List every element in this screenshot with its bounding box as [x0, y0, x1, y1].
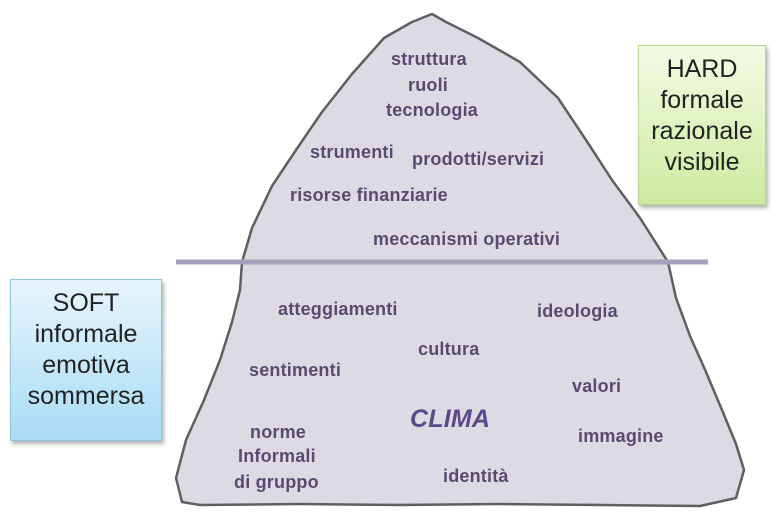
label-cultura: cultura [418, 339, 480, 359]
label-valori: valori [572, 376, 622, 396]
label-strumenti: strumenti [310, 142, 394, 162]
label-immagine: immagine [578, 426, 664, 446]
label-ideologia: ideologia [537, 301, 618, 321]
soft-box-line: sommersa [27, 382, 145, 410]
soft-box-line: informale [34, 320, 138, 348]
label-di-gruppo: di gruppo [234, 472, 319, 492]
hard-box-line: HARD [666, 55, 738, 83]
label-struttura: struttura [391, 49, 467, 69]
label-prodotti-servizi: prodotti/servizi [412, 149, 545, 169]
label-informali: Informali [238, 446, 316, 466]
label-sentimenti: sentimenti [249, 360, 342, 380]
hard-box-line: formale [660, 86, 744, 114]
label-clima: CLIMA [410, 405, 491, 433]
soft-box-line: emotiva [42, 351, 130, 379]
soft-box: SOFT informale emotiva sommersa [10, 279, 162, 441]
label-risorse-finanziarie: risorse finanziarie [290, 185, 448, 205]
soft-box-line: SOFT [52, 289, 120, 317]
hard-box: HARD formale razionale visibile [638, 45, 766, 205]
label-norme: norme [250, 422, 307, 442]
label-ruoli: ruoli [408, 75, 448, 95]
label-identita: identità [443, 466, 509, 486]
hard-box-line: razionale [651, 117, 753, 145]
hard-box-line: visibile [664, 148, 740, 176]
label-meccanismi-operativi: meccanismi operativi [373, 229, 561, 249]
label-tecnologia: tecnologia [386, 100, 479, 120]
label-atteggiamenti: atteggiamenti [278, 299, 398, 319]
